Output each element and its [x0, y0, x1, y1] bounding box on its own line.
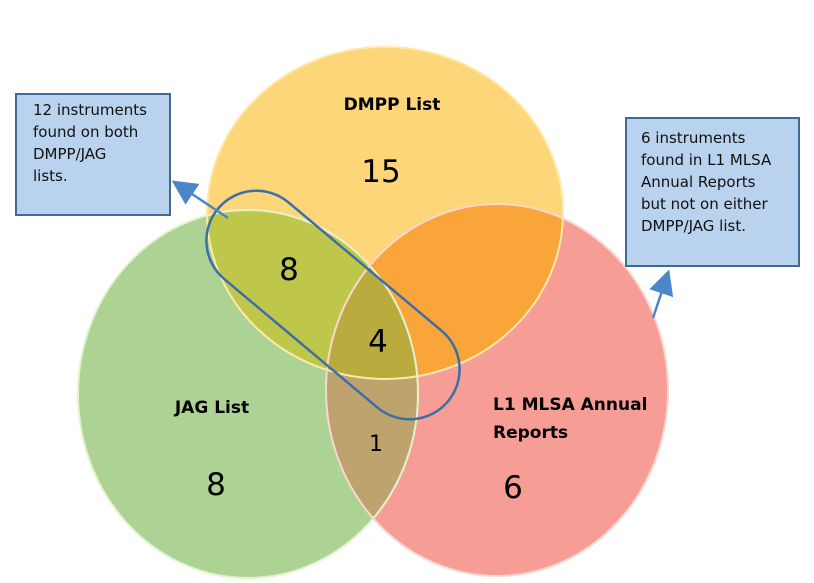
- l1mlsa-label-line1: L1 MLSA Annual: [493, 395, 647, 415]
- jag-only-count: 8: [206, 467, 226, 503]
- right-callout-line: Annual Reports: [641, 173, 756, 191]
- jag-l1mlsa-count: 1: [369, 432, 383, 457]
- right-callout-line: 6 instruments: [641, 129, 746, 147]
- dmpp-jag-overlap: [207, 210, 418, 379]
- l1mlsa-circle-edge: [325, 203, 669, 577]
- dmpp-circle-edge: [206, 46, 564, 380]
- triple-count: 4: [368, 324, 388, 360]
- dmpp-jag-count: 8: [279, 252, 299, 288]
- left-callout-line: lists.: [33, 167, 68, 185]
- right-callout-line: found in L1 MLSA: [641, 151, 772, 169]
- right-callout-box: 6 instruments found in L1 MLSA Annual Re…: [625, 117, 800, 267]
- left-callout-line: DMPP/JAG: [33, 145, 107, 163]
- dmpp-only-count: 15: [361, 154, 400, 190]
- jag-circle-edge: [77, 209, 419, 579]
- right-callout-line: DMPP/JAG list.: [641, 217, 746, 235]
- right-callout-arrow: [649, 269, 674, 319]
- right-callout-line: but not on either: [641, 195, 768, 213]
- left-callout-line: 12 instruments: [33, 101, 147, 119]
- l1mlsa-only-count: 6: [503, 470, 523, 506]
- jag-label: JAG List: [174, 398, 249, 418]
- left-callout-box: 12 instruments found on both DMPP/JAG li…: [15, 93, 171, 216]
- l1mlsa-label-line2: Reports: [493, 423, 568, 443]
- dmpp-jag-highlight-outline: [205, 189, 461, 421]
- dmpp-l1mlsa-overlap: [326, 204, 563, 379]
- dmpp-label: DMPP List: [344, 95, 441, 115]
- left-callout-line: found on both: [33, 123, 139, 141]
- left-callout-arrow: [171, 180, 229, 220]
